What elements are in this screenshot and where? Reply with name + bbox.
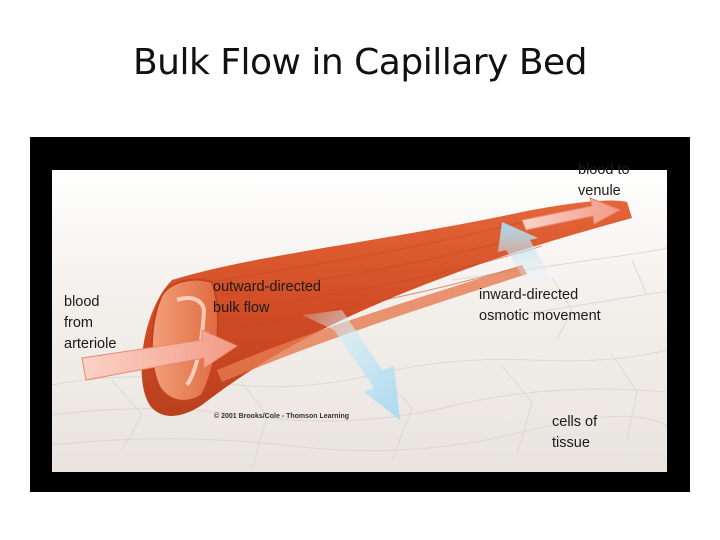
- lumen-highlight: [176, 296, 207, 387]
- capillary-texture: [211, 221, 543, 327]
- arteriole-inflow-arrow: [81, 329, 239, 381]
- capillary-bed-illustration: [52, 170, 667, 472]
- tissue-cell-outlines: [52, 247, 667, 471]
- capillary-inner-channel: [217, 265, 527, 382]
- label-blood-from-arteriole: blood from arteriole: [64, 294, 117, 352]
- venule-outflow-arrow: [521, 197, 622, 231]
- slide-title: Bulk Flow in Capillary Bed: [132, 42, 588, 83]
- outward-bulk-flow-arrow: [302, 310, 400, 420]
- inward-osmotic-arrow: [498, 222, 552, 282]
- capillary-diagram: [52, 170, 667, 472]
- label-outward-bulk-flow: outward-directed bulk flow: [213, 279, 321, 316]
- copyright-credit: © 2001 Brooks/Cole - Thomson Learning: [214, 413, 350, 420]
- label-cells-of-tissue: cells of tissue: [552, 414, 598, 451]
- label-blood-to-venule: blood to venule: [578, 162, 630, 199]
- label-inward-osmotic: inward-directed osmotic movement: [479, 287, 601, 324]
